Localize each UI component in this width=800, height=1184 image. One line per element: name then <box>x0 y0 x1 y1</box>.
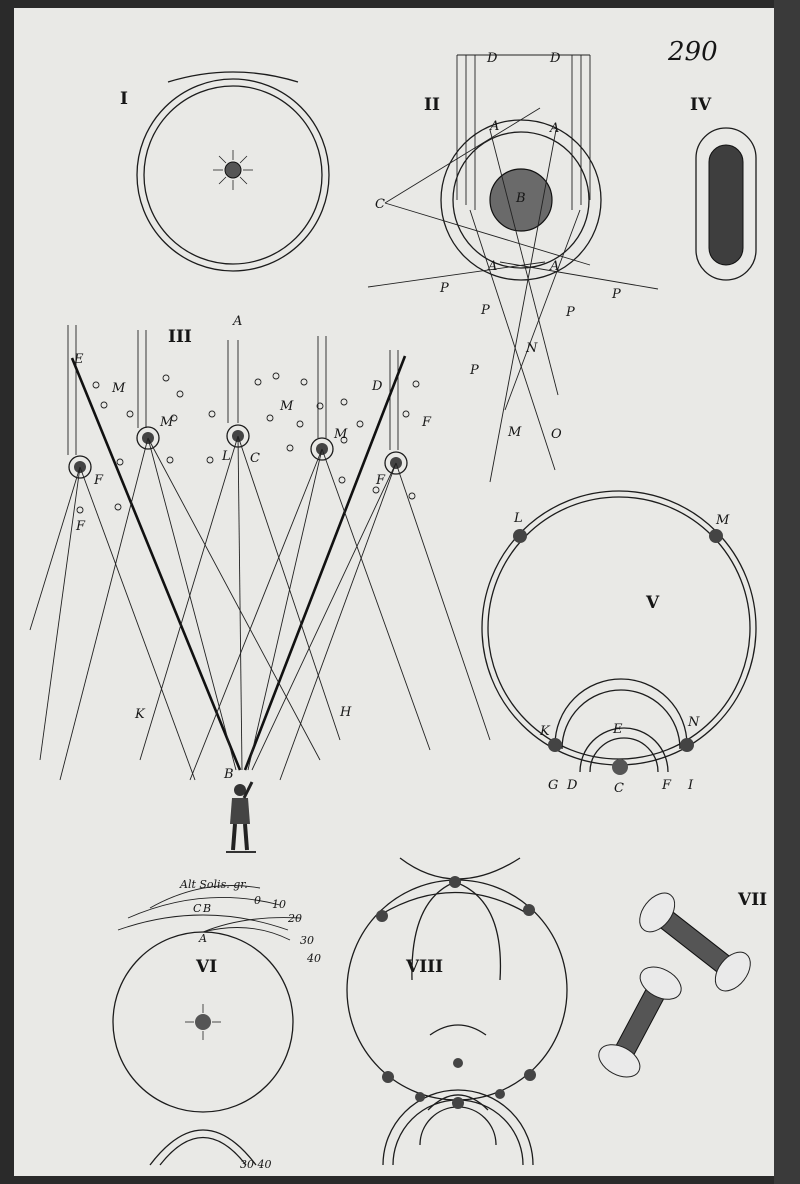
figure-iii: III A <box>29 314 491 853</box>
figure-iv: IV <box>690 95 757 281</box>
sun-icon <box>185 1004 221 1040</box>
degree-30: 30 <box>300 934 314 947</box>
page-number: 290 <box>667 37 718 67</box>
label-c: C <box>614 781 624 796</box>
label-p: P <box>611 287 621 302</box>
figure-viii-numeral: VIII <box>405 957 443 977</box>
figure-i-numeral: I <box>120 89 128 109</box>
label-e: E <box>612 722 623 737</box>
label-p: P <box>439 281 449 296</box>
label-c: C <box>193 902 202 915</box>
halo-inner-ring <box>143 85 323 265</box>
halo-arc-top <box>167 71 299 83</box>
label-a: A <box>232 314 242 329</box>
label-d: D <box>486 51 498 66</box>
label-i: I <box>687 778 694 793</box>
label-b: B <box>223 767 234 782</box>
label-c: C <box>250 451 260 466</box>
label-g: G <box>548 778 558 793</box>
observer-figure-icon <box>226 781 256 853</box>
label-d: D <box>549 51 561 66</box>
label-n: N <box>525 341 538 356</box>
hatched-oval-body <box>708 144 744 266</box>
sun-icon <box>376 876 536 1109</box>
label-p: P <box>565 305 575 320</box>
label-m: M <box>715 513 730 528</box>
label-n: N <box>687 715 700 730</box>
cloud-prism-upper <box>639 892 751 992</box>
label-f: F <box>661 778 672 793</box>
figure-v: V L M E K N G D C F I <box>481 490 757 796</box>
label-p: P <box>469 363 479 378</box>
cloud-prism-lower <box>598 966 682 1078</box>
label-m: M <box>333 427 348 442</box>
label-f: F <box>375 473 386 488</box>
label-f: F <box>75 519 86 534</box>
halo-outer-ring <box>136 78 330 272</box>
figure-ii: II D D A A C B A A P P P P P N M O <box>367 51 659 483</box>
label-a: A <box>549 259 559 274</box>
label-m: M <box>159 415 174 430</box>
degree-10: 10 <box>272 898 286 911</box>
label-b: B <box>515 191 526 206</box>
degree-20: 20 <box>287 912 302 925</box>
figure-vii: VII <box>598 890 767 1078</box>
label-l: L <box>513 511 523 526</box>
bottom-degrees: 30 40 <box>240 1158 272 1171</box>
figure-vi: Alt Solis. gr. VI C B A 0 10 20 30 40 30… <box>112 878 321 1171</box>
label-l: L <box>221 449 231 464</box>
degree-40: 40 <box>306 952 321 965</box>
figure-iii-numeral: III <box>168 327 192 347</box>
solid-body-b <box>489 168 553 232</box>
label-a: A <box>549 121 559 136</box>
figure-i: I <box>120 71 330 272</box>
label-h: H <box>339 705 352 720</box>
label-e: E <box>73 352 84 367</box>
label-a: A <box>487 259 497 274</box>
label-f: F <box>421 415 432 430</box>
label-a: A <box>489 119 499 134</box>
oval-outline <box>695 127 757 281</box>
figure-vi-numeral: VI <box>195 957 217 977</box>
caption-alt-solis: Alt Solis. gr. <box>179 878 248 891</box>
bold-ray-right <box>243 355 407 771</box>
figure-vii-numeral: VII <box>737 890 767 910</box>
label-m: M <box>507 425 522 440</box>
label-a: A <box>198 932 207 945</box>
label-p: P <box>480 303 490 318</box>
bold-ray-left <box>70 357 242 771</box>
label-c: C <box>375 197 385 212</box>
label-d: D <box>371 379 383 394</box>
figure-viii: VIII <box>346 857 568 1166</box>
degree-0: 0 <box>254 894 261 907</box>
figure-v-numeral: V <box>645 593 660 613</box>
binding-edge <box>774 0 800 1184</box>
label-k: K <box>539 724 551 739</box>
label-b: B <box>202 902 211 915</box>
label-d: D <box>566 778 578 793</box>
figure-ii-numeral: II <box>424 95 440 115</box>
figure-iv-numeral: IV <box>690 95 712 115</box>
label-o: O <box>551 427 562 442</box>
label-m: M <box>111 381 126 396</box>
sun-icon <box>513 529 723 775</box>
label-f: F <box>93 473 104 488</box>
label-m: M <box>279 399 294 414</box>
label-k: K <box>134 707 146 722</box>
sun-icon <box>213 150 253 190</box>
